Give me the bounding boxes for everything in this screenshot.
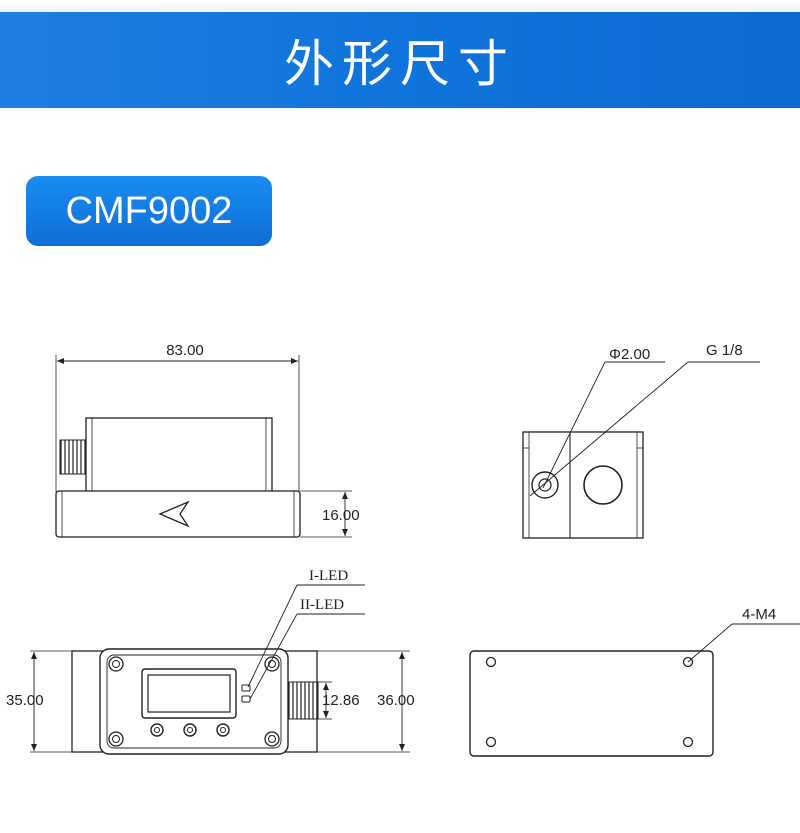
base-height-label: 16.00 [322, 507, 360, 524]
mount-holes-label: 4-M4 [742, 606, 776, 623]
thread-label: G 1/8 [706, 342, 743, 359]
end-view: Φ2.00 G 1/8 [522, 342, 760, 539]
side-connector-thread [59, 439, 87, 475]
bottom-view: 4-M4 [469, 606, 800, 757]
keypad-button-icon [150, 723, 230, 737]
model-badge: CMF9002 [26, 176, 272, 246]
sensor-upper-body [85, 417, 273, 495]
left-width-label: 35.00 [6, 692, 44, 709]
led-2-label: II-LED [300, 597, 344, 613]
led-1-label: I-LED [309, 568, 348, 584]
led-2-indicator [241, 695, 251, 703]
page-title: 外形尺寸 [284, 35, 516, 93]
right-width-label: 36.00 [377, 692, 415, 709]
front-connector-thread [287, 681, 319, 720]
bottom-plate [469, 650, 714, 757]
hole-diameter-label: Φ2.00 [609, 346, 650, 363]
large-port-icon [583, 465, 623, 505]
display-window [141, 668, 237, 719]
front-view: 35.00 I-LED II-LED [6, 568, 415, 755]
top-strip [0, 0, 800, 12]
port-height-label: 12.86 [322, 692, 360, 709]
flow-direction-icon [158, 500, 190, 528]
sensor-base [55, 490, 301, 538]
side-view: 83.00 16.00 [55, 342, 360, 538]
length-label: 83.00 [166, 342, 204, 359]
panel-screw-icon [108, 656, 280, 747]
header-banner: 外形尺寸 [0, 12, 800, 108]
